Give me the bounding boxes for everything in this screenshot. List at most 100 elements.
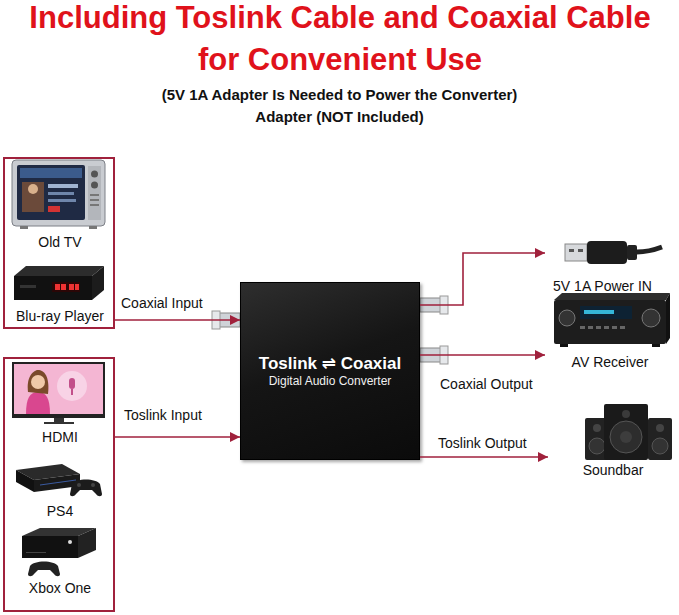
hdmi-tv-illustration — [44, 422, 74, 424]
source-device: PS4 — [8, 455, 112, 520]
xbox-one-illustration — [28, 562, 60, 577]
bluray-player-illustration — [75, 284, 79, 290]
usb-plug-illustration — [565, 241, 662, 264]
old-tv-illustration — [28, 184, 38, 194]
product-name: Toslink ⇌ Coaxial — [259, 354, 401, 374]
usb-plug-illustration — [565, 244, 587, 261]
hdmi-tv-illustration — [12, 362, 105, 418]
old-tv-illustration — [90, 194, 99, 196]
hdmi-tv-illustration — [28, 370, 49, 394]
edge-label: Coaxial Input — [121, 295, 203, 311]
old-tv-illustration — [89, 226, 97, 229]
hdmi-tv-illustration — [26, 392, 50, 414]
av-receiver-illustration — [588, 326, 593, 329]
hdmi-tv-illustration — [54, 418, 64, 422]
hdmi-tv-illustration — [14, 364, 103, 414]
usb-plug-illustration — [587, 241, 627, 264]
soundbar-illustration — [622, 410, 630, 418]
old-tv-illustration — [91, 171, 98, 178]
ps4-illustration — [16, 470, 34, 492]
note-text: Adapter (NOT Included) — [0, 106, 679, 128]
signal-arrow — [420, 253, 545, 305]
usb-plug-illustration — [637, 247, 662, 252]
av-receiver-illustration — [620, 326, 625, 329]
ps4-illustration — [91, 483, 95, 487]
device-group: Old TV Blu-ray Player — [3, 157, 115, 329]
device-group: HDMI PS4Xbox One — [3, 357, 115, 612]
old-tv-illustration — [20, 226, 28, 229]
device-label: AV Receiver — [572, 354, 649, 370]
output-device: AV Receiver — [545, 296, 675, 370]
ps4-illustration — [40, 480, 76, 485]
bluray-player-illustration — [14, 276, 92, 300]
usb-plug-illustration — [569, 249, 574, 252]
output-device: Soundbar — [548, 398, 678, 478]
av-receiver-illustration — [554, 300, 666, 344]
note-text: (5V 1A Adapter Is Needed to Power the Co… — [0, 84, 679, 106]
old-tv-illustration — [91, 182, 98, 189]
xbox-one-illustration — [26, 552, 46, 553]
av-receiver-illustration — [652, 344, 660, 347]
rca-jack — [218, 313, 240, 327]
hdmi-tv-illustration — [31, 375, 45, 389]
soundbar-illustration — [593, 424, 601, 432]
source-device: Xbox One — [8, 525, 112, 597]
soundbar-illustration — [610, 421, 642, 453]
bluray-player-illustration — [55, 284, 60, 290]
edge-label: Coaxial Output — [440, 376, 533, 392]
av-receiver-illustration — [559, 310, 575, 326]
old-tv-illustration — [90, 199, 99, 201]
soundbar-illustration — [648, 418, 672, 460]
soundbar-illustration — [589, 438, 605, 454]
hdmi-tv-illustration — [57, 371, 87, 401]
old-tv-illustration — [20, 168, 82, 178]
xbox-one-illustration — [22, 536, 78, 558]
bluray-player-illustration — [69, 284, 74, 290]
rca-jack — [420, 298, 442, 312]
soundbar-illustration — [652, 438, 668, 454]
device-label: PS4 — [47, 503, 73, 519]
av-receiver-illustration — [604, 326, 609, 329]
usb-plug-illustration — [627, 245, 637, 260]
converter-box: Toslink ⇌ CoaxialDigital Audio Converter — [240, 282, 420, 460]
rca-jack — [420, 348, 442, 362]
hdmi-tv-illustration — [71, 389, 73, 395]
hdmi-tv-illustration — [69, 378, 75, 389]
signal-arrow — [115, 319, 240, 321]
edge-label: Toslink Input — [124, 407, 202, 423]
source-device: Old TV — [8, 159, 112, 251]
xbox-one-illustration — [68, 540, 72, 544]
av-receiver-illustration — [584, 310, 614, 314]
bluray-player-illustration — [14, 266, 104, 276]
av-receiver-illustration — [580, 326, 585, 329]
soundbar-illustration — [604, 404, 648, 460]
old-tv-illustration — [90, 204, 99, 206]
av-receiver-illustration — [554, 293, 670, 300]
source-device: Blu-ray Player — [8, 260, 112, 326]
old-tv-illustration — [48, 184, 78, 188]
av-receiver-illustration — [666, 293, 670, 344]
av-receiver-illustration — [560, 344, 568, 347]
edge-label: Toslink Output — [438, 435, 527, 451]
usb-plug-illustration — [578, 249, 583, 252]
old-tv-illustration — [12, 160, 105, 226]
old-tv-illustration — [48, 199, 76, 202]
soundbar-illustration — [656, 424, 664, 432]
device-label: Xbox One — [29, 580, 91, 596]
old-tv-illustration — [88, 166, 101, 220]
old-tv-illustration — [17, 165, 85, 220]
bluray-player-illustration — [92, 266, 104, 300]
old-tv-illustration — [22, 182, 44, 212]
rca-jack — [212, 311, 220, 329]
title-heading: Including Toslink Cable and Coaxial Cabl… — [20, 0, 660, 81]
source-device: HDMI — [8, 360, 112, 446]
soundbar-illustration — [620, 431, 632, 443]
old-tv-illustration — [48, 192, 74, 195]
device-label: HDMI — [42, 429, 78, 445]
av-receiver-illustration — [596, 326, 601, 329]
av-receiver-illustration — [554, 293, 670, 347]
device-label: 5V 1A Power IN — [553, 278, 652, 294]
device-label: Old TV — [38, 234, 81, 250]
rca-jack — [440, 346, 448, 364]
